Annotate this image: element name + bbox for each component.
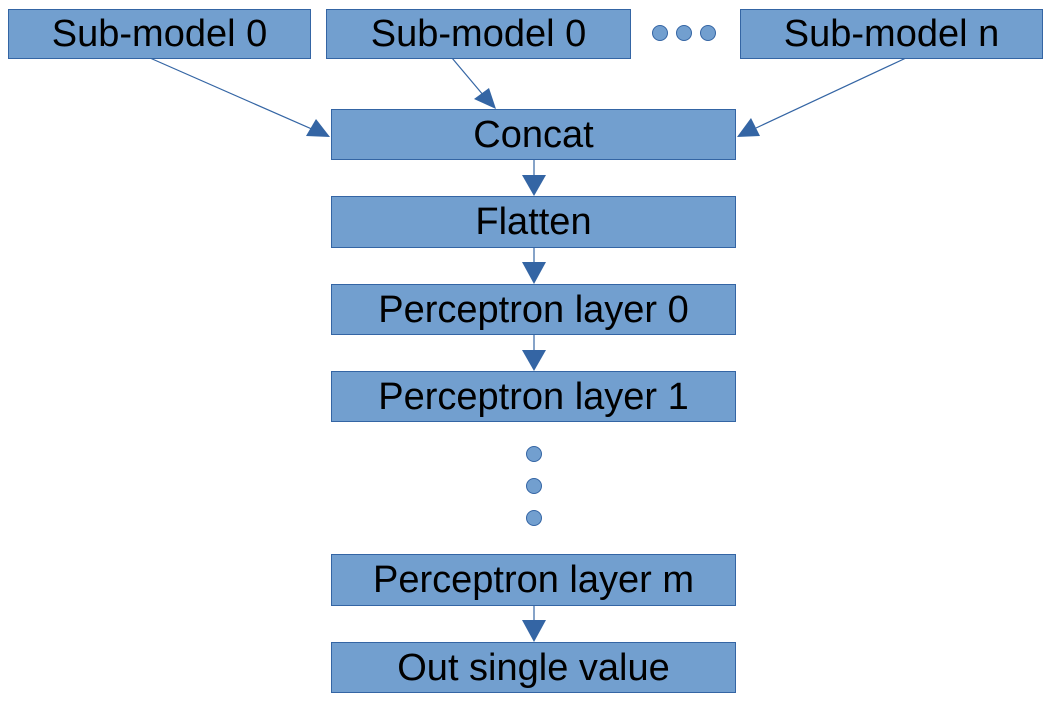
arrowhead-submodel-n [737, 118, 760, 137]
ellipsis-dot [526, 510, 542, 526]
edge-submodel-b-to-concat [451, 57, 485, 97]
submodel-label: Sub-model 0 [51, 13, 268, 55]
perceptron-layer-1-label: Perceptron layer 1 [378, 375, 689, 418]
submodel-label: Sub-model n [783, 13, 1000, 55]
arrowhead-perceptron-0 [522, 262, 546, 284]
ellipsis-dot [700, 25, 716, 41]
arrowhead-flatten [522, 175, 546, 196]
edge-submodel-n-to-concat [755, 57, 907, 129]
ellipsis-dot [652, 25, 668, 41]
submodel-ellipsis-dots [652, 25, 716, 41]
perceptron-layer-m-label: Perceptron layer m [372, 559, 694, 601]
arrowhead-submodel-a [306, 119, 330, 137]
perceptron-ellipsis-dots [526, 446, 542, 526]
arrowhead-output [522, 620, 546, 642]
ellipsis-dot [526, 478, 542, 494]
submodel-box-first: Sub-model 0 [8, 9, 311, 59]
flatten-label: Flatten [475, 201, 592, 243]
perceptron-layer-m-box: Perceptron layer m [331, 554, 736, 606]
output-box: Out single value [331, 642, 736, 693]
perceptron-layer-1-box: Perceptron layer 1 [331, 371, 736, 422]
ellipsis-dot [676, 25, 692, 41]
perceptron-layer-0-label: Perceptron layer 0 [378, 288, 689, 331]
concat-label: Concat [473, 113, 594, 156]
edge-submodel-a-to-concat [149, 57, 315, 131]
submodel-box-second: Sub-model 0 [326, 9, 631, 59]
flatten-box: Flatten [331, 196, 736, 248]
concat-box: Concat [331, 109, 736, 160]
submodel-box-n: Sub-model n [740, 9, 1043, 59]
arrowhead-submodel-b [474, 88, 496, 109]
arrowhead-perceptron-1 [522, 350, 546, 371]
ellipsis-dot [526, 446, 542, 462]
output-label: Out single value [397, 646, 670, 689]
perceptron-layer-0-box: Perceptron layer 0 [331, 284, 736, 335]
submodel-label: Sub-model 0 [370, 13, 587, 55]
